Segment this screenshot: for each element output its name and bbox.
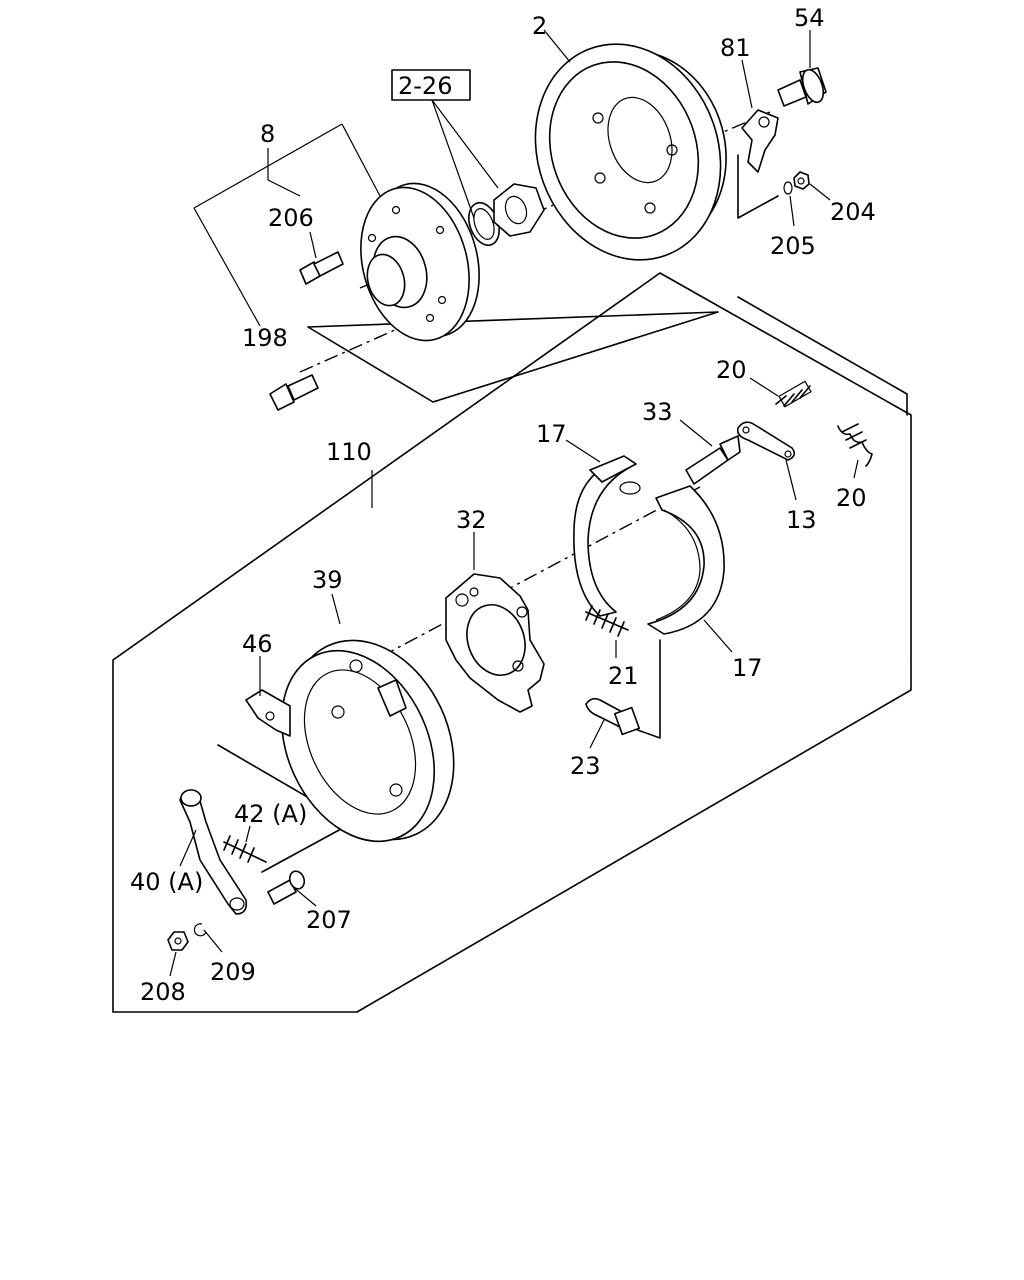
shoe-bracket: [737, 296, 908, 416]
spring-42a: [223, 835, 267, 863]
callout-207: 207: [306, 906, 352, 934]
dust-cover-39: [280, 639, 455, 843]
callout-39: 39: [312, 566, 343, 594]
callout-13: 13: [786, 506, 817, 534]
callout-46: 46: [242, 630, 273, 658]
brake-shoe-upper: [573, 455, 641, 617]
callout-208: 208: [140, 978, 186, 1006]
bolt-54: [777, 67, 827, 107]
adjuster-23: [585, 697, 641, 736]
nut-washer-bracket: [737, 154, 779, 219]
callout-198: 198: [242, 324, 288, 352]
nut-208: [167, 931, 189, 951]
washer-205: [783, 181, 793, 195]
bracket-81: [741, 109, 779, 173]
backing-plate-32: [445, 573, 545, 713]
spring-21: [585, 605, 629, 637]
adjuster-bracket: [631, 639, 661, 739]
wheel-hub: [360, 182, 480, 342]
callout-20-upper: 20: [716, 356, 747, 384]
callout-209: 209: [210, 958, 256, 986]
hub-fastener-bracket: [307, 311, 719, 403]
callout-23: 23: [570, 752, 601, 780]
callout-32: 32: [456, 506, 487, 534]
callout-box-2-26: [391, 69, 471, 101]
spring-20-right: [837, 423, 873, 467]
callout-110: 110: [326, 438, 372, 466]
callout-8: 8: [260, 120, 275, 148]
callout-204: 204: [830, 198, 876, 226]
callout-21: 21: [608, 662, 639, 690]
bolt-198: [269, 374, 319, 411]
spring-20-upper: [775, 380, 812, 408]
leader-lines: [169, 29, 859, 977]
lever-40a: [179, 789, 248, 915]
bolt-207: [267, 870, 306, 905]
brake-drum: [534, 43, 727, 261]
bolt-206: [299, 251, 344, 285]
strut-33: [685, 435, 741, 485]
clip-46: [245, 689, 291, 737]
nut-204: [793, 171, 810, 190]
callout-20-right: 20: [836, 484, 867, 512]
link-plate-13: [736, 421, 796, 461]
callout-205: 205: [770, 232, 816, 260]
callout-81: 81: [720, 34, 751, 62]
hub-nut: [493, 183, 545, 237]
callout-17-lower: 17: [732, 654, 763, 682]
callout-2: 2: [532, 12, 547, 40]
callout-labels: 2 54 81 2-26 8 206 204 205 198 20 33 17 …: [130, 4, 876, 1006]
callout-42a: 42 (A): [234, 800, 307, 828]
brake-shoe-lower: [647, 485, 725, 635]
callout-2-26: 2-26: [398, 72, 452, 100]
callout-40a: 40 (A): [130, 868, 203, 896]
callout-33: 33: [642, 398, 673, 426]
callout-54: 54: [794, 4, 825, 32]
callout-206: 206: [268, 204, 314, 232]
assembly-110-frame: [112, 272, 912, 1013]
callout-17-upper: 17: [536, 420, 567, 448]
washer-209: [193, 923, 207, 937]
